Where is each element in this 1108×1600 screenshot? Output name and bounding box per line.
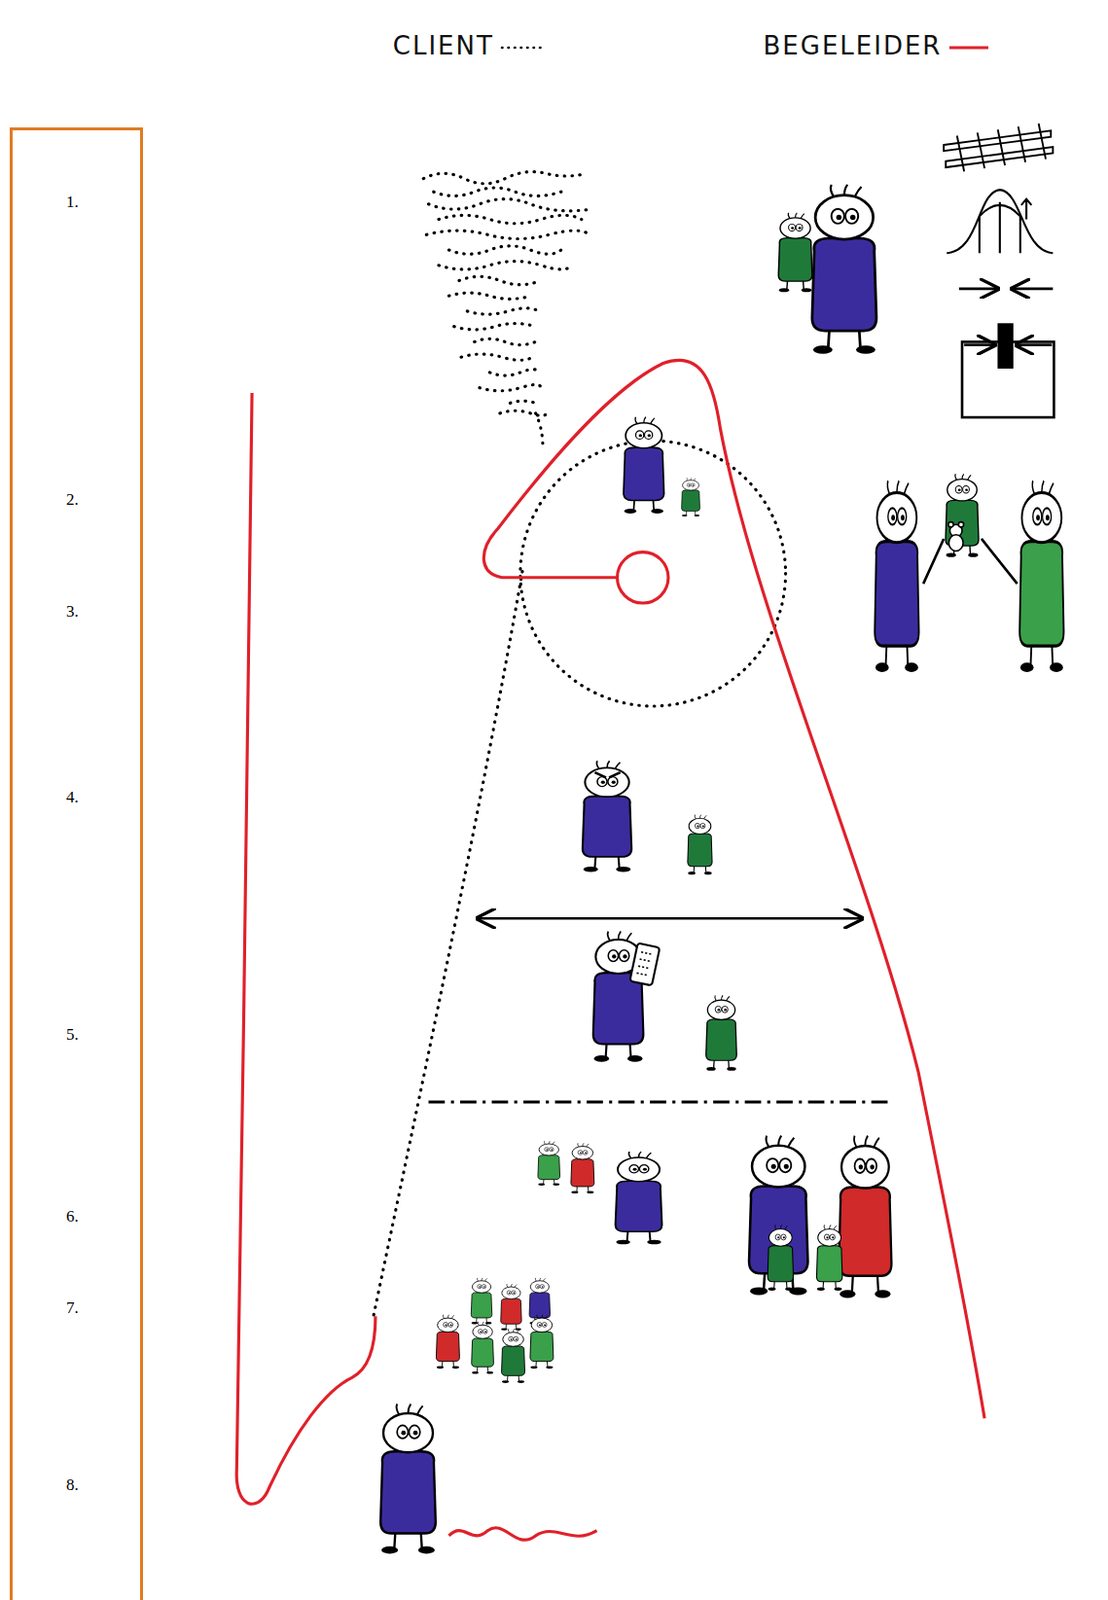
- child-figure: [687, 815, 713, 876]
- child-figure: [681, 477, 701, 517]
- tunnel-icon: [946, 189, 1053, 253]
- legend-label: BEGELEIDER: [763, 31, 943, 61]
- adult-figure: [615, 1151, 663, 1245]
- adult-figure: [838, 1136, 892, 1299]
- adult-figure: [380, 1403, 436, 1554]
- holding-arms: [923, 538, 1017, 584]
- pressure-box-icon: [962, 324, 1054, 418]
- cloud-dots: [433, 187, 582, 403]
- child-figure: [706, 995, 737, 1071]
- child-figure: [471, 1322, 495, 1375]
- legend-line-sample: [949, 46, 989, 50]
- callout-number: 5.: [66, 1025, 79, 1045]
- number-column: 1. 2. 3. 4. 5. 6. 7. 8.: [9, 127, 143, 1600]
- begeleider-line: [236, 393, 376, 1504]
- legend-swatch: [500, 39, 543, 52]
- child-figure: [529, 1278, 550, 1325]
- callout-number: 7.: [66, 1298, 79, 1319]
- callout-number: 3.: [66, 602, 79, 622]
- dash-dot-line: [428, 1100, 893, 1104]
- callout-number: 1.: [66, 192, 79, 213]
- child-figure: [530, 1315, 554, 1370]
- teddy-bear: [948, 522, 965, 552]
- baby-figure: [778, 213, 813, 292]
- callout-number: 8.: [66, 1475, 79, 1496]
- child-figure: [500, 1284, 522, 1331]
- phone: [629, 943, 660, 987]
- legend-line-sample: [501, 46, 541, 50]
- client-line: [373, 571, 523, 1318]
- legend-label: CLIENT: [393, 31, 495, 61]
- child-figure: [816, 1224, 842, 1291]
- adult-figure: [623, 417, 665, 514]
- callout-number: 4.: [66, 787, 79, 808]
- begeleider-loop: [617, 552, 669, 604]
- adult-figure: [749, 1136, 808, 1296]
- adult-figure: [874, 480, 919, 673]
- legend-entry: CLIENT: [393, 31, 543, 61]
- rail-icon: [943, 123, 1053, 172]
- angry-brows: [594, 772, 620, 778]
- legend-swatch: [947, 39, 991, 52]
- distance-arrow: [477, 917, 862, 921]
- squeeze-arrows: [959, 287, 1053, 291]
- adult-figure: [582, 760, 632, 872]
- adult-figure: [812, 184, 877, 355]
- client-trail: [536, 413, 543, 448]
- cloud-dots: [423, 172, 592, 417]
- callout-number: 6.: [66, 1207, 79, 1227]
- begeleider-line: [483, 359, 985, 1419]
- child-figure: [501, 1328, 526, 1384]
- child-figure: [435, 1315, 460, 1370]
- child-figure: [767, 1224, 793, 1291]
- child-figure: [571, 1143, 595, 1194]
- child-figure: [945, 473, 979, 557]
- child-figure: [470, 1278, 492, 1325]
- client-cloud: [423, 172, 592, 417]
- legend-entry: BEGELEIDER: [763, 31, 992, 61]
- callout-number: 2.: [66, 490, 79, 510]
- adult-figure: [1019, 480, 1064, 673]
- child-figure: [537, 1141, 561, 1186]
- begeleider-line: [448, 1528, 597, 1540]
